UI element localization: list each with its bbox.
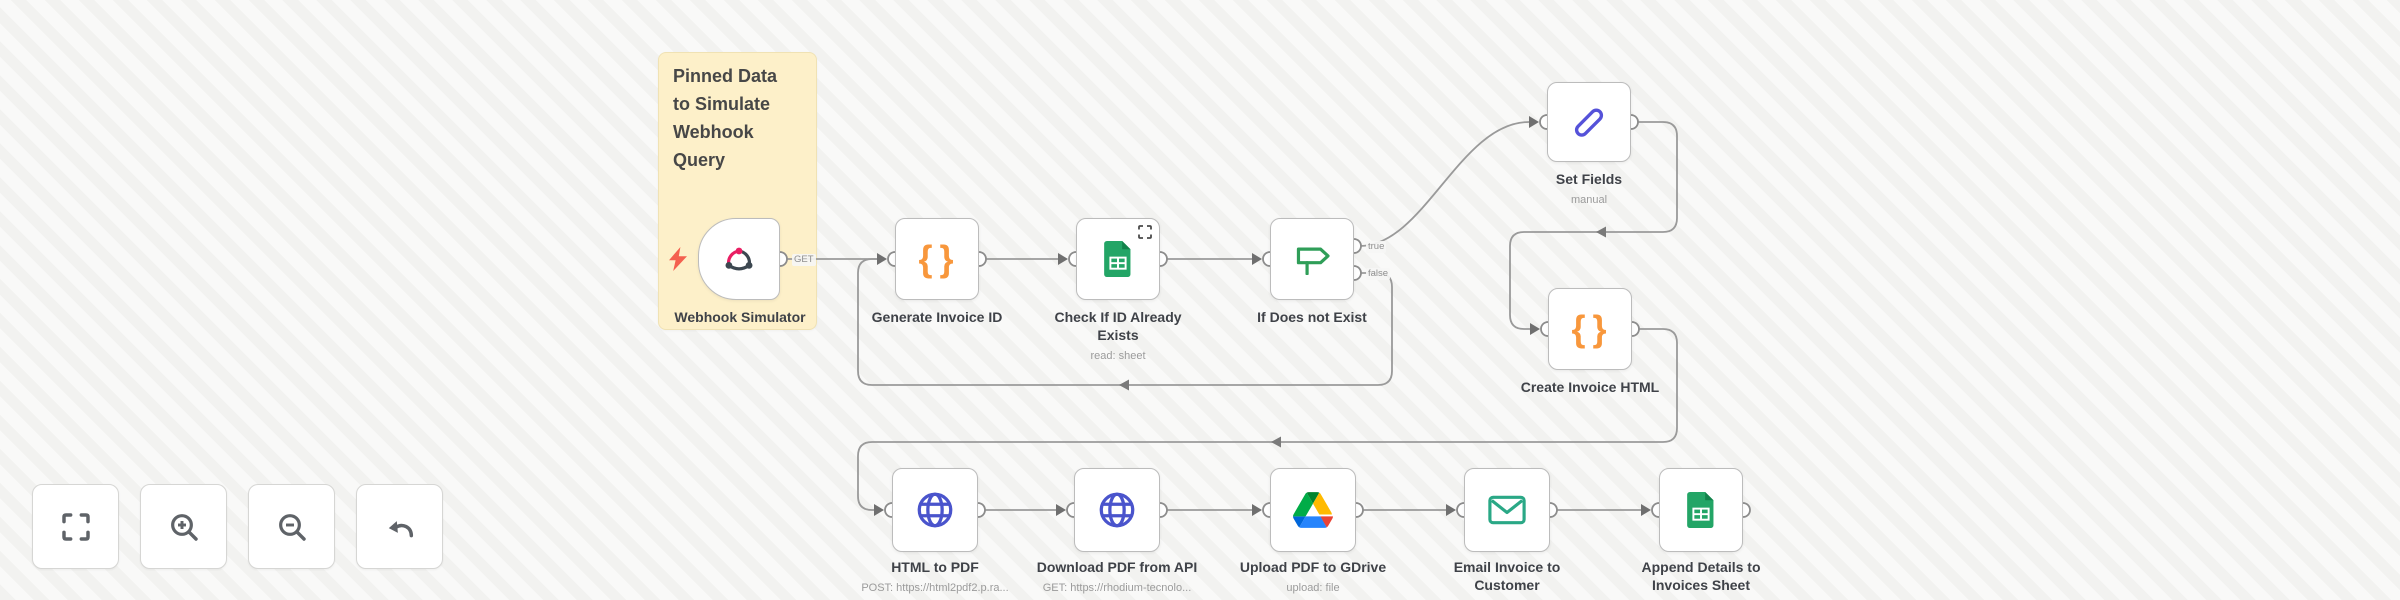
node-label-text: Download PDF from API [1036, 559, 1198, 575]
fit-view-button[interactable] [32, 484, 119, 569]
node-email-invoice-to-customer[interactable] [1464, 468, 1550, 552]
webhook-icon [725, 247, 753, 271]
input-arrow [877, 253, 887, 265]
node-label-text: Append Details to Invoices Sheet [1641, 559, 1761, 594]
input-arrow [1058, 253, 1068, 265]
if-signpost-icon [1296, 247, 1330, 275]
google-drive-icon [1293, 492, 1333, 528]
globe-icon [1099, 492, 1135, 528]
node-subtitle: POST: https://html2pdf2.p.ra... [861, 582, 1009, 595]
node-label: Generate Invoice ID [852, 308, 1022, 326]
undo-icon [388, 520, 413, 537]
node-label-text: Set Fields [1555, 171, 1623, 187]
node-label: Webhook Simulator [655, 308, 825, 326]
node-download-pdf-from-api[interactable] [1074, 468, 1160, 552]
node-create-invoice-html[interactable]: { } [1548, 288, 1632, 370]
node-label: Download PDF from API GET: https://rhodi… [1030, 558, 1204, 595]
fit-view-icon [61, 512, 90, 541]
node-label-text: Create Invoice HTML [1520, 379, 1660, 395]
port-label-true: true [1366, 241, 1387, 253]
input-arrow [1641, 504, 1651, 516]
email-icon [1488, 495, 1526, 525]
node-if-does-not-exist[interactable] [1270, 218, 1354, 300]
port-label-false: false [1366, 268, 1391, 280]
node-check-if-id-already-exists[interactable] [1076, 218, 1160, 300]
node-label: Create Invoice HTML [1505, 378, 1675, 396]
node-subtitle: GET: https://rhodium-tecnolo... [1042, 582, 1192, 595]
input-arrow [1529, 116, 1539, 128]
expand-icon [1138, 225, 1152, 239]
input-arrow [874, 504, 884, 516]
node-label: Check If ID Already Exists read: sheet [1043, 308, 1193, 364]
node-label: Email Invoice to Customer [1447, 558, 1567, 594]
wire-arrow [1119, 379, 1129, 391]
code-braces-icon: { } [1571, 308, 1609, 349]
node-label-text: HTML to PDF [891, 559, 979, 575]
node-generate-invoice-id[interactable]: { } [895, 218, 979, 300]
input-arrow [1530, 323, 1540, 335]
node-append-details-to-invoices-sheet[interactable] [1659, 468, 1743, 552]
node-label-text: If Does not Exist [1257, 309, 1367, 325]
globe-icon [917, 492, 953, 528]
input-arrow [1056, 504, 1066, 516]
connection-set-fields-to-create-invoice[interactable] [1509, 121, 1678, 330]
node-webhook-simulator[interactable] [698, 218, 780, 300]
undo-button[interactable] [356, 484, 443, 569]
node-label: Set Fields manual [1504, 170, 1674, 207]
zoom-in-icon [170, 513, 198, 541]
lightning-bolt-icon [669, 247, 687, 271]
node-set-fields[interactable] [1547, 82, 1631, 162]
node-subtitle: upload: file [1286, 582, 1340, 595]
node-upload-pdf-to-gdrive[interactable] [1270, 468, 1356, 552]
node-label-text: Upload PDF to GDrive [1239, 559, 1387, 575]
port-label-get: GET [792, 254, 816, 266]
input-arrow [1252, 253, 1262, 265]
canvas-controls [32, 484, 443, 569]
wire-arrow [1596, 226, 1606, 238]
code-braces-icon: { } [918, 238, 956, 279]
zoom-out-icon [278, 513, 306, 541]
wire-arrow [1271, 436, 1281, 448]
google-sheets-icon [1687, 492, 1714, 528]
node-html-to-pdf[interactable] [892, 468, 978, 552]
input-arrow [1446, 504, 1456, 516]
node-label: If Does not Exist [1227, 308, 1397, 326]
node-label: HTML to PDF POST: https://html2pdf2.p.ra… [850, 558, 1020, 595]
pen-icon [1574, 108, 1604, 137]
node-label-text: Email Invoice to Customer [1453, 559, 1561, 594]
connection-create-invoice-to-html-pdf[interactable] [857, 328, 1678, 511]
zoom-in-button[interactable] [140, 484, 227, 569]
node-label-text: Webhook Simulator [674, 309, 806, 325]
input-arrow [1252, 504, 1262, 516]
sticky-note-title: Pinned Data to Simulate Webhook Query [673, 66, 778, 170]
node-label-text: Generate Invoice ID [871, 309, 1003, 325]
node-label: Upload PDF to GDrive upload: file [1228, 558, 1398, 595]
google-sheets-icon [1104, 241, 1131, 277]
node-label-text: Check If ID Already Exists [1054, 309, 1182, 344]
node-subtitle: read: sheet [1090, 350, 1146, 363]
node-label: Append Details to Invoices Sheet [1635, 558, 1767, 594]
zoom-out-button[interactable] [248, 484, 335, 569]
connection-if-true-to-set-fields[interactable] [1359, 121, 1530, 247]
node-subtitle: manual [1570, 194, 1608, 207]
